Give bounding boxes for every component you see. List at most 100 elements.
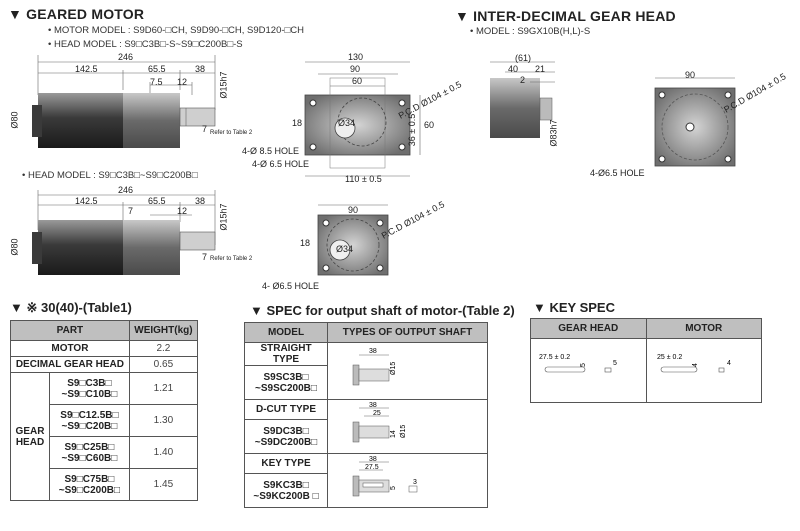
gh-21: 21 [535, 64, 546, 74]
table-row: S9□C3B□~S9□C10B□ [49, 372, 130, 405]
motor-body-top [38, 93, 123, 148]
table-row: S9□C25B□~S9□C60B□ [49, 436, 130, 469]
flange-h36: 36 ± 0.5 [407, 113, 418, 147]
gh-83: Ø83h7 [548, 119, 559, 147]
dim-655-b: 65.5 [148, 196, 166, 206]
head-model-text: • HEAD MODEL : S9□C3B□-S~S9□C200B□-S [48, 39, 243, 50]
technical-drawings [32, 55, 736, 276]
svg-text:4: 4 [727, 360, 731, 367]
refer-table2-b: Refer to Table 2 [210, 256, 253, 262]
flange-d34b: Ø34 [336, 244, 354, 254]
key-shaft-drawing: 38 27.5 5 3 [327, 453, 488, 508]
dcut-type-label: D-CUT TYPE [244, 399, 328, 420]
col-types: TYPES OF OUTPUT SHAFT [327, 322, 488, 343]
key-type-label: KEY TYPE [244, 453, 328, 474]
dia-body-b: Ø80 [9, 238, 20, 256]
dim-1425-b: 142.5 [75, 196, 98, 206]
svg-text:Ø15: Ø15 [390, 361, 397, 374]
gear-head-front-view [654, 87, 736, 167]
svg-text:38: 38 [369, 402, 377, 409]
dia-shaft: Ø15h7 [218, 71, 229, 99]
flange-130: 130 [348, 52, 364, 62]
dim-38: 38 [195, 64, 206, 74]
table-row-weight: 1.30 [128, 404, 199, 437]
flange-hole85: 4-Ø 8.5 HOLE [242, 146, 300, 156]
table-row: S9□C12.5B□~S9□C20B□ [49, 404, 130, 437]
dim-246: 246 [118, 52, 134, 62]
dim-655: 65.5 [148, 64, 166, 74]
key-spec-title: ▼ KEY SPEC [533, 300, 615, 315]
shaft-spec-table: MODEL TYPES OF OUTPUT SHAFT STRAIGHT TYP… [244, 322, 488, 508]
gh-90: 90 [685, 70, 696, 80]
svg-text:25: 25 [373, 410, 381, 417]
col-gear-head: GEAR HEAD [530, 318, 647, 339]
gh-40: 40 [508, 64, 519, 74]
svg-text:3: 3 [413, 479, 417, 486]
svg-text:Ø15: Ø15 [400, 425, 407, 438]
motor-key-icon: 25 ± 0.2 4 4 [657, 354, 731, 373]
dim-7: 7 [202, 124, 208, 134]
gear-head-side-view [490, 78, 540, 138]
dia-body: Ø80 [9, 111, 20, 129]
key-spec-motor-drawing: 25 ± 0.2 4 4 [645, 338, 762, 403]
gear-head-model: • MODEL : S9GX10B(H,L)-S [470, 26, 591, 37]
gh-61: (61) [515, 53, 532, 63]
flange-hole65: 4-Ø 6.5 HOLE [252, 159, 310, 169]
svg-text:38: 38 [369, 456, 377, 463]
flange-h60: 60 [424, 120, 435, 130]
row-decimal-weight: 0.65 [128, 356, 199, 373]
flange-90b: 90 [348, 205, 359, 215]
svg-text:5: 5 [580, 363, 587, 367]
key-models: S9KC3B□~S9KC200B □ [244, 473, 328, 508]
dim-38-b: 38 [195, 196, 206, 206]
geared-motor-title: ▼ GEARED MOTOR [8, 6, 145, 22]
motor-side-view-top [37, 55, 216, 110]
gear-key-icon: 27.5 ± 0.2 5 5 [539, 354, 617, 373]
dim-7-b2: 7 [202, 252, 208, 262]
dcut-models: S9DC3B□~S9DC200B□ [244, 419, 328, 454]
col-part: PART [10, 320, 130, 341]
flange-90: 90 [350, 64, 361, 74]
dim-75: 7.5 [150, 77, 163, 87]
svg-text:38: 38 [369, 348, 377, 355]
gear-head-bottom [123, 220, 180, 275]
svg-text:14: 14 [390, 430, 397, 438]
key-spec-table: GEAR HEAD MOTOR 27.5 ± 0.2 5 5 25 ± 0.2 … [530, 318, 762, 403]
col-weight: WEIGHT(kg) [128, 320, 199, 341]
straight-shaft-drawing: 38 Ø15 [327, 342, 488, 400]
motor-body-bottom [38, 220, 123, 275]
flange-hole65b: 4- Ø6.5 HOLE [262, 281, 320, 291]
dim-7-b: 7 [128, 206, 134, 216]
gear-head-label: GEAR HEAD [10, 372, 50, 501]
flange-d34: Ø34 [338, 118, 356, 128]
straight-shaft-icon: 38 Ø15 [352, 348, 397, 385]
flange-h18: 18 [292, 118, 303, 128]
table1-title: ▼ ※ 30(40)-(Table1) [10, 300, 132, 315]
refer-table2: Refer to Table 2 [210, 130, 253, 136]
svg-text:25 ± 0.2: 25 ± 0.2 [657, 354, 682, 361]
flange-h18b: 18 [300, 238, 311, 248]
flange-60: 60 [352, 76, 363, 86]
dcut-shaft-drawing: 38 25 14 Ø15 [327, 399, 488, 454]
dcut-shaft-icon: 38 25 14 Ø15 [352, 402, 407, 443]
col-model: MODEL [244, 322, 328, 343]
weight-table: PART WEIGHT(kg) MOTOR 2.2 DECIMAL GEAR H… [10, 320, 199, 501]
svg-text:27.5: 27.5 [365, 464, 379, 471]
row-motor: MOTOR [10, 340, 130, 357]
flange-110: 110 ± 0.5 [345, 174, 382, 184]
dim-12: 12 [177, 77, 188, 87]
straight-type-label: STRAIGHT TYPE [244, 342, 328, 366]
table-row-weight: 1.40 [128, 436, 199, 469]
gear-head-title: ▼ INTER-DECIMAL GEAR HEAD [455, 8, 676, 24]
dia-shaft-b: Ø15h7 [218, 203, 229, 231]
gh-hole: 4-Ø6.5 HOLE [590, 168, 645, 178]
row-decimal: DECIMAL GEAR HEAD [10, 356, 130, 373]
key-spec-gear-drawing: 27.5 ± 0.2 5 5 [530, 338, 647, 403]
svg-text:5: 5 [390, 486, 397, 490]
col-motor: MOTOR [645, 318, 762, 339]
motor-model-text: • MOTOR MODEL : S9D60-□CH, S9D90-□CH, S9… [48, 25, 304, 36]
gh-2: 2 [520, 75, 526, 85]
dim-12-b: 12 [177, 206, 188, 216]
table-row-weight: 1.21 [128, 372, 199, 405]
gear-head-top [123, 93, 180, 148]
